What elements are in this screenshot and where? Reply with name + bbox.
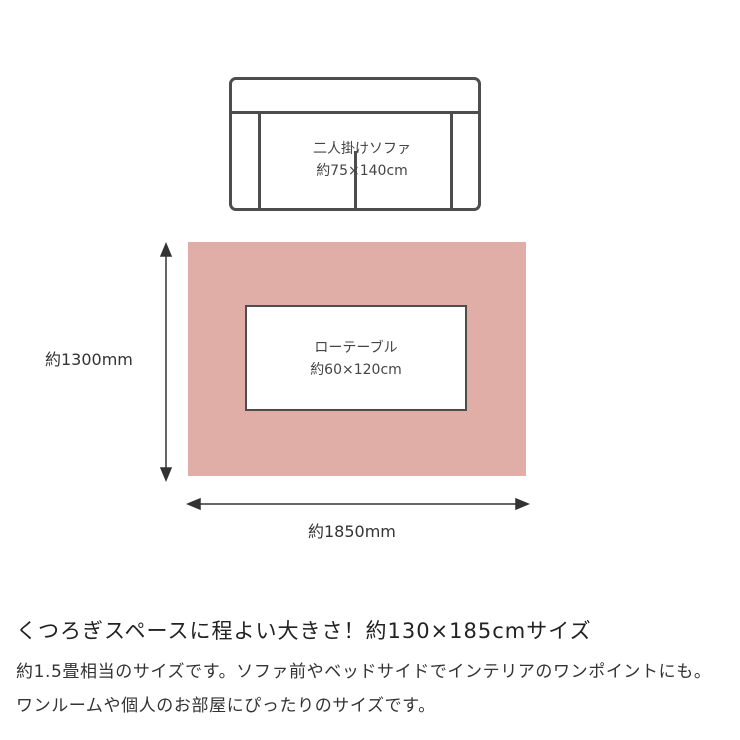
sofa-backrest-line [229,111,481,114]
low-table [245,305,467,411]
sofa-name: 二人掛けソファ [313,141,411,157]
height-arrow [159,242,173,482]
headline: くつろぎスペースに程よい大きさ！約130×185cmサイズ [16,619,592,643]
sofa-label: 二人掛けソファ 約75×140cm [262,138,462,182]
sofa-left-armrest-line [258,111,261,211]
sofa-right-armrest-line [450,111,453,211]
rug-height-label: 約1300mm [45,350,133,369]
sofa-cushion-seam [354,151,357,211]
table-size: 約60×120cm [310,362,402,378]
table-name: ローテーブル [314,340,398,356]
table-label: ローテーブル 約60×120cm [245,337,467,381]
width-arrow [186,497,530,511]
sofa-size: 約75×140cm [316,163,408,179]
rug-width-label: 約1850mm [308,522,396,541]
description: 約1.5畳相当のサイズです。ソファ前やベッドサイドでインテリアのワンポイントにも… [16,662,712,716]
